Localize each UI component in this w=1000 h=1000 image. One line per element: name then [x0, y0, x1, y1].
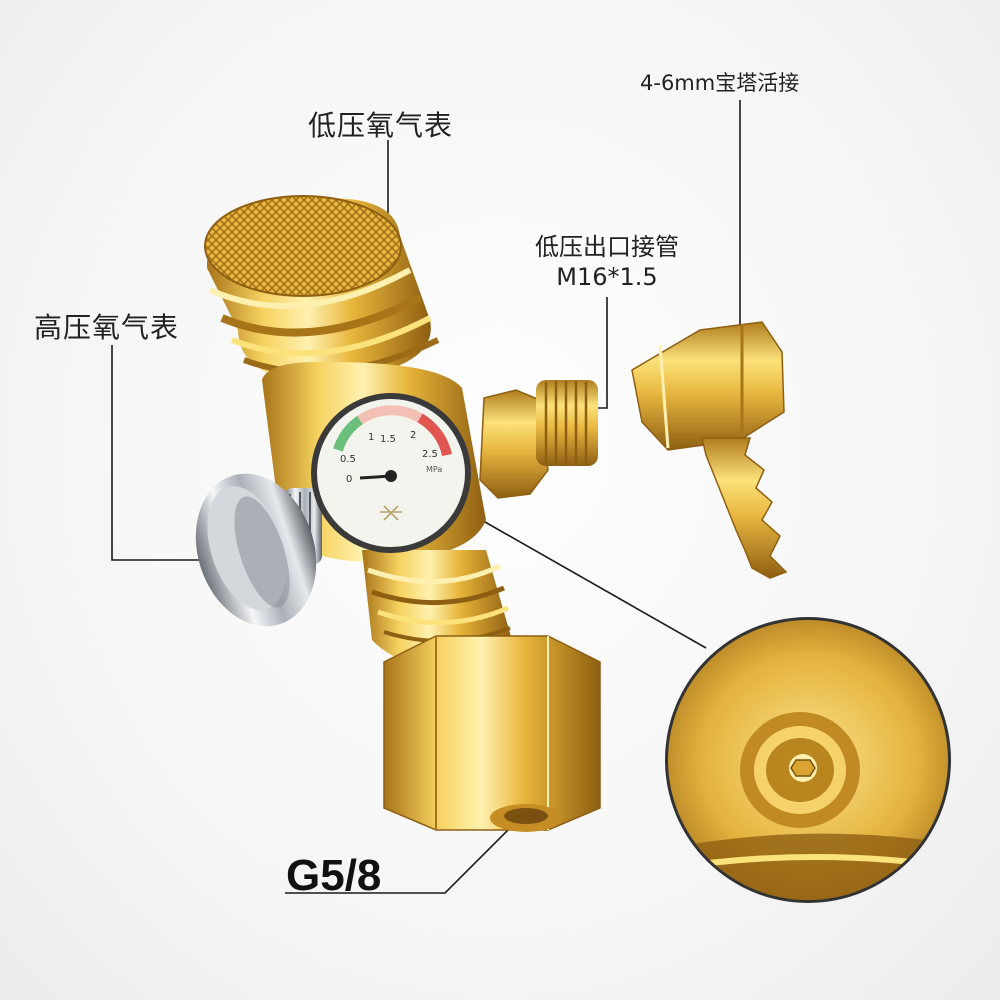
knurled-cap — [204, 195, 440, 381]
gauge-unit: MPa — [426, 465, 442, 474]
gauge-tick-3: 1.5 — [380, 434, 396, 445]
label-outlet-pipe-name: 低压出口接管 — [535, 233, 679, 261]
low-pressure-gauge: 0 0.5 1 1.5 2 2.5 MPa — [311, 393, 471, 553]
gauge-tick-1: 0.5 — [340, 454, 356, 465]
label-barb-fitting: 4-6mm宝塔活接 — [640, 71, 800, 95]
barb-fitting — [631, 321, 788, 579]
label-outlet-pipe: 低压出口接管 M16*1.5 — [532, 232, 682, 292]
high-pressure-gauge — [195, 473, 322, 627]
outlet-fitting — [479, 380, 598, 499]
gauge-tick-4: 2 — [410, 430, 416, 441]
gauge-tick-0: 0 — [346, 474, 352, 485]
label-low-pressure-gauge: 低压氧气表 — [308, 109, 454, 142]
inlet-hex-nut — [383, 635, 601, 832]
label-high-pressure-gauge: 高压氧气表 — [34, 311, 180, 344]
label-outlet-pipe-spec: M16*1.5 — [556, 263, 658, 291]
leader-high-gauge — [111, 345, 228, 561]
leader-lines — [111, 100, 741, 894]
label-inlet-thread: G5/8 — [286, 851, 382, 900]
leader-zoom — [477, 517, 707, 649]
gauge-tick-2: 1 — [368, 432, 374, 443]
zoom-detail-circle — [665, 617, 951, 903]
gauge-tick-5: 2.5 — [422, 449, 438, 460]
leader-thread — [285, 809, 529, 894]
